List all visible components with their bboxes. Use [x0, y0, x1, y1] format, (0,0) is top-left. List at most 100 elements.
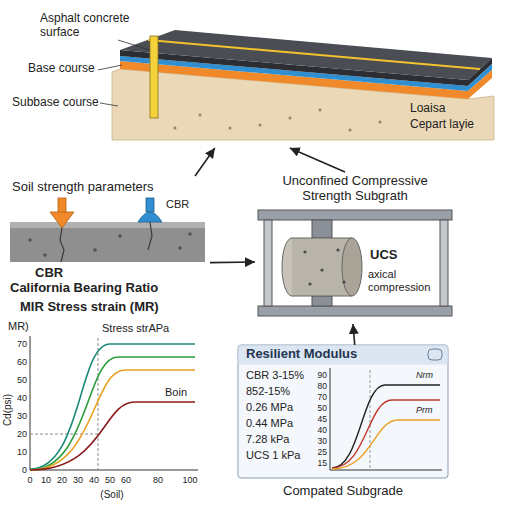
tick-label: 25 [318, 448, 327, 458]
layer-label: Base course [28, 62, 95, 76]
leader-line [98, 65, 122, 70]
curve [30, 402, 195, 470]
guide-line [98, 338, 99, 470]
tick-label: 15 [318, 459, 327, 469]
loading-cap [312, 296, 332, 306]
value-text: 7.28 kPa [246, 433, 289, 446]
soil-grain [178, 246, 182, 250]
axis-title: (Soil) [100, 489, 123, 501]
soil-grain [93, 248, 97, 252]
curve [30, 370, 195, 470]
leader-line [118, 40, 150, 50]
apparatus-box: Unconfined Compressive Strength Subgrath… [255, 172, 455, 324]
curve-label: Stress strAPa [102, 322, 169, 335]
probe-cap [138, 212, 162, 222]
tick-label: 10 [17, 447, 27, 457]
specimen-pore [303, 250, 306, 253]
curve [30, 357, 195, 470]
section-heading: Soil strength parameters [12, 180, 154, 195]
flow-arrow [210, 261, 255, 263]
frame-column [440, 220, 448, 306]
section-heading: Unconfined Compressive Strength Subgrath [262, 174, 448, 204]
tick-label: 70 [318, 393, 327, 403]
tick-label: 60 [17, 357, 27, 367]
soil-grain [349, 129, 352, 132]
axis-line [330, 470, 442, 471]
pavement-section: Asphalt concrete surfaceBase courseSubba… [10, 8, 500, 148]
soil-grain [229, 127, 232, 130]
tick-label: 50 [105, 475, 115, 485]
tick-label: 10 [41, 475, 51, 485]
soil-grain [319, 109, 322, 112]
tick-label: 30 [73, 475, 83, 485]
tick-label: 70 [17, 339, 27, 349]
soil-grain [174, 127, 177, 130]
frame-column [264, 220, 272, 306]
panel-frame [238, 345, 448, 478]
caption-text: Compated Subgrade [238, 484, 448, 499]
probe-tip [50, 212, 74, 228]
soil-grain [259, 124, 262, 127]
tick-label: 40 [17, 393, 27, 403]
probe-rod [146, 198, 154, 212]
tick-label: 0 [22, 465, 27, 475]
soil-surface [10, 222, 205, 228]
specimen-end [342, 238, 362, 296]
specimen-pore [320, 268, 323, 271]
curve [332, 400, 440, 468]
value-text: 852-15% [246, 385, 290, 398]
tick-label: 45 [318, 415, 327, 425]
test-panel: Soil strength parametersCBRCBRCalifornia… [5, 176, 210, 299]
specimen-edge [292, 296, 352, 297]
curve-label: Boin [165, 386, 187, 399]
flow-arrow [290, 148, 345, 172]
tick-label: 20 [57, 475, 67, 485]
axis-title: Cd(psi) [2, 394, 14, 426]
flow-arrow [353, 324, 355, 345]
panel-header: Resilient Modulus [246, 347, 357, 362]
leader-line [100, 103, 118, 106]
test-name: CBR [35, 266, 63, 281]
soil-crack [148, 222, 152, 250]
tick-label: 100 [182, 475, 197, 485]
curve [332, 385, 440, 468]
value-text: 0.26 MPa [246, 401, 293, 414]
flow-arrow [195, 148, 215, 176]
specimen-pore [336, 248, 339, 251]
soil-grain [289, 117, 292, 120]
core-sample [150, 36, 158, 118]
curve [332, 420, 440, 469]
guide-line [30, 434, 98, 435]
tick-label: 40 [89, 475, 99, 485]
tick-label: 50 [318, 404, 327, 414]
tick-label: 40 [318, 426, 327, 436]
soil-grain [28, 238, 32, 242]
soil-grain [118, 234, 122, 238]
tick-label: 50 [17, 375, 27, 385]
axis-line [30, 336, 31, 470]
chart-title: MIR Stress strain (MR) [20, 300, 159, 315]
tick-label: 30 [17, 411, 27, 421]
centerline [148, 40, 480, 69]
loading-cap [312, 220, 332, 238]
specimen-edge [292, 238, 352, 239]
soil-grain [199, 114, 202, 117]
tick-label: 80 [153, 475, 163, 485]
panel-header-bar [239, 346, 448, 365]
value-text: UCS 1 kPa [246, 449, 300, 462]
axis-line [30, 470, 198, 471]
axis-line [330, 368, 331, 470]
tick-label: 90 [318, 371, 327, 381]
value-text: CBR 3-15% [246, 369, 304, 382]
specimen-pore [342, 280, 345, 283]
test-name: UCS [370, 248, 397, 263]
tick-label: 80 [318, 382, 327, 392]
test-name: California Bearing Ratio [10, 281, 158, 296]
axis-title: MR) [8, 320, 29, 333]
tick-label: 20 [17, 429, 27, 439]
guide-line [370, 370, 371, 470]
probe-label: CBR [166, 198, 189, 211]
layer-label: Loaisa [410, 102, 445, 116]
soil-grain [43, 253, 47, 257]
frame-plate [258, 210, 452, 220]
